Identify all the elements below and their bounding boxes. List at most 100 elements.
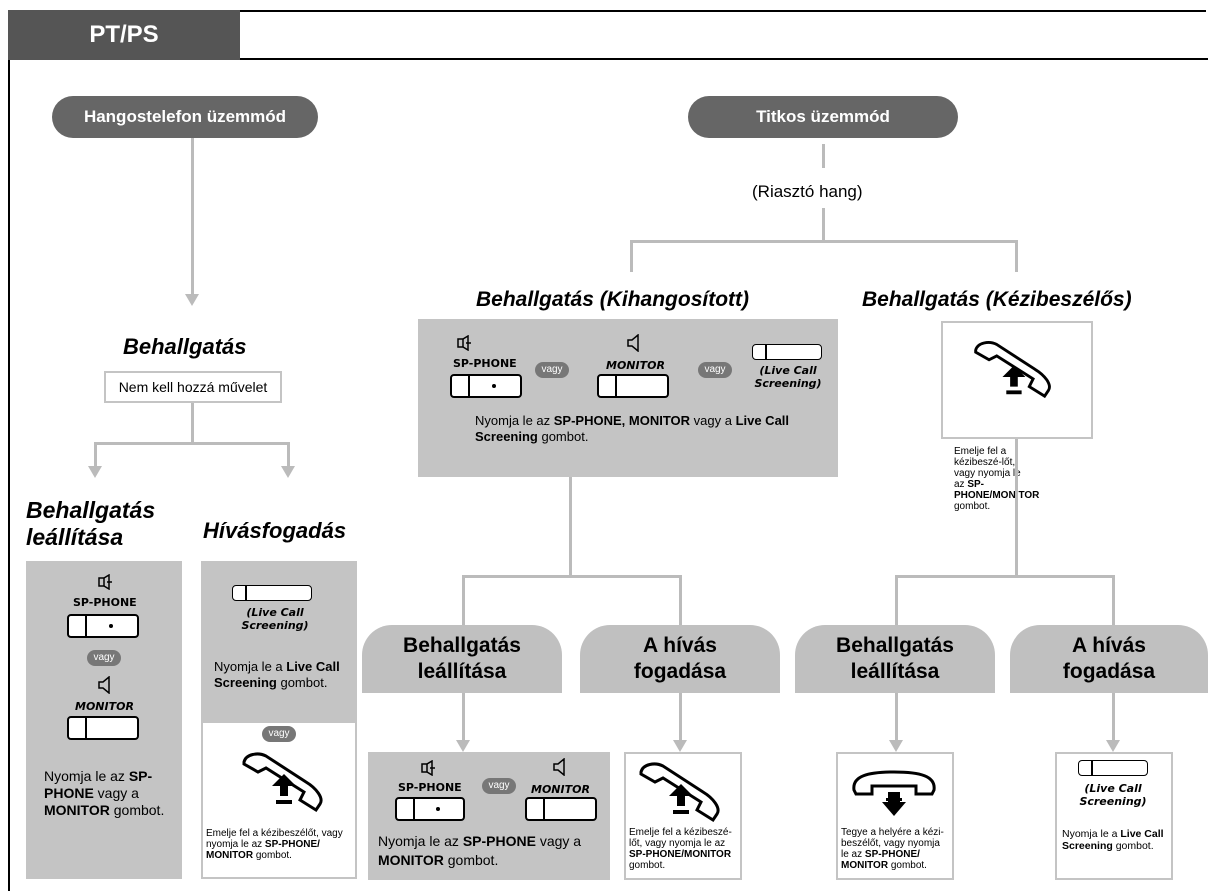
text-bold: SP-PHONE/ MONITOR [841, 849, 920, 871]
sp-phone-button[interactable] [450, 374, 522, 398]
stop-handset-instruction: Tegye a helyére a kézi-beszélőt, vagy ny… [841, 827, 949, 871]
sp-phone-label: SP-PHONE [398, 781, 462, 794]
sp-phone-button[interactable] [395, 797, 465, 821]
text-bold: Live Call Screening [1062, 828, 1164, 852]
alarm-tone-label: (Riasztó hang) [752, 182, 863, 201]
text-bold: SP-PHONE/MONITOR [954, 479, 1040, 501]
live-call-screening-button[interactable] [752, 344, 822, 360]
text-bold: MONITOR [378, 852, 444, 868]
stop-monitoring-heading: Behallgatás leállítása [26, 497, 156, 550]
handset-hang-up-icon [848, 766, 942, 831]
text: Emelje fel a kézibeszé-lőt, vagy nyomja … [629, 827, 732, 849]
or-badge: vagy [87, 650, 121, 666]
arrow-down-icon [889, 740, 903, 752]
text: Nyomja le az [475, 413, 554, 428]
answer-instruction: Nyomja le a Live Call Screening gombot. [214, 659, 354, 691]
connector [191, 403, 194, 443]
connector [94, 442, 290, 445]
connector [462, 575, 465, 625]
text: vagy a [93, 785, 139, 801]
text: Nyomja le a [214, 659, 287, 674]
connector [822, 144, 825, 168]
connector [1015, 439, 1018, 577]
section-tab: PT/PS [8, 10, 240, 60]
page-frame [8, 10, 1206, 891]
monitor-speaker-icon [97, 675, 111, 699]
connector [895, 693, 898, 741]
answer-call-pill: A hívás fogadása [580, 625, 780, 693]
text-bold: SP-PHONE/ MONITOR [206, 839, 320, 861]
or-badge: vagy [535, 362, 569, 378]
monitor-button[interactable] [597, 374, 669, 398]
text-bold: SP-PHONE [44, 768, 153, 801]
monitor-speaker-icon [552, 757, 566, 781]
text-bold: Live Call Screening [214, 659, 340, 690]
connector [822, 208, 825, 242]
stop-monitoring-instruction: Nyomja le az SP-PHONE vagy a MONITOR gom… [44, 768, 172, 819]
arrow-down-icon [185, 294, 199, 306]
text-bold: SP-PHONE/MONITOR [629, 849, 732, 860]
connector [1015, 240, 1018, 272]
text: gombot. [276, 675, 328, 690]
monitor-label: MONITOR [75, 700, 134, 713]
text: gombot. [1112, 840, 1154, 852]
answer-handset-instruction: Nyomja le a Live Call Screening gombot. [1062, 828, 1170, 852]
live-call-screening-button[interactable] [232, 585, 312, 601]
monitor-button[interactable] [525, 797, 597, 821]
lift-handset-instruction: Emelje fel a kézibeszélőt, vagy nyomja l… [206, 828, 356, 861]
answer-call-pill: A hívás fogadása [1010, 625, 1208, 693]
text: gombot. [888, 860, 927, 871]
stop-hands-free-instruction: Nyomja le az SP-PHONE vagy a MONITOR gom… [378, 832, 606, 870]
monitor-button[interactable] [67, 716, 139, 740]
text: Emelje fel a kézibeszélőt, vagy nyomja l… [206, 828, 343, 850]
text-bold: Live Call Screening [475, 413, 790, 444]
monitor-speaker-icon [626, 333, 640, 357]
arrow-down-icon [673, 740, 687, 752]
text: vagy a [690, 413, 736, 428]
arrow-down-icon [1106, 740, 1120, 752]
connector [630, 240, 633, 272]
connector [679, 575, 682, 625]
handset-monitoring-heading: Behallgatás (Kézibeszélős) [862, 288, 1132, 311]
sp-phone-label: SP-PHONE [73, 596, 137, 609]
text: gombot. [109, 802, 165, 818]
arrow-down-icon [88, 466, 102, 478]
text-bold: MONITOR [44, 802, 110, 818]
live-call-screening-label: (Live Call Screening) [241, 606, 309, 632]
live-call-screening-label: (Live Call Screening) [754, 364, 822, 390]
text: Tegye a helyére a kézi-beszélőt, vagy ny… [841, 827, 944, 860]
or-badge: vagy [262, 726, 296, 742]
tab-underline [240, 58, 1208, 60]
text-bold: SP-PHONE [462, 833, 536, 849]
connector [191, 138, 194, 296]
connector [287, 442, 290, 467]
text: vagy a [535, 833, 582, 849]
stop-monitoring-pill: Behallgatás leállítása [795, 625, 995, 693]
speakerphone-mode-pill: Hangostelefon üzemmód [52, 96, 318, 138]
sp-phone-label: SP-PHONE [453, 357, 517, 370]
connector [462, 693, 465, 741]
arrow-down-icon [456, 740, 470, 752]
arrow-down-icon [281, 466, 295, 478]
answer-call-heading: Hívásfogadás [203, 518, 347, 543]
text: gombot. [443, 852, 499, 868]
no-action-note: Nem kell hozzá művelet [104, 371, 282, 403]
connector [1112, 575, 1115, 625]
connector [630, 240, 1018, 243]
connector [895, 575, 898, 625]
connector [1112, 693, 1115, 741]
or-badge: vagy [482, 778, 516, 794]
speakerphone-icon [456, 334, 472, 356]
connector [679, 693, 682, 741]
stop-monitoring-pill: Behallgatás leállítása [362, 625, 562, 693]
sp-phone-button[interactable] [67, 614, 139, 638]
text: Nyomja le az [378, 833, 463, 849]
hands-free-instruction: Nyomja le az SP-PHONE, MONITOR vagy a Li… [475, 413, 815, 445]
text-bold: SP-PHONE, MONITOR [553, 413, 691, 428]
secret-mode-pill: Titkos üzemmód [688, 96, 958, 138]
answer-hands-free-instruction: Emelje fel a kézibeszé-lőt, vagy nyomja … [629, 827, 739, 871]
handset-lift-icon [633, 762, 727, 829]
handset-lift-icon [236, 752, 330, 819]
handset-lift-icon [968, 336, 1058, 423]
live-call-screening-button[interactable] [1078, 760, 1148, 776]
